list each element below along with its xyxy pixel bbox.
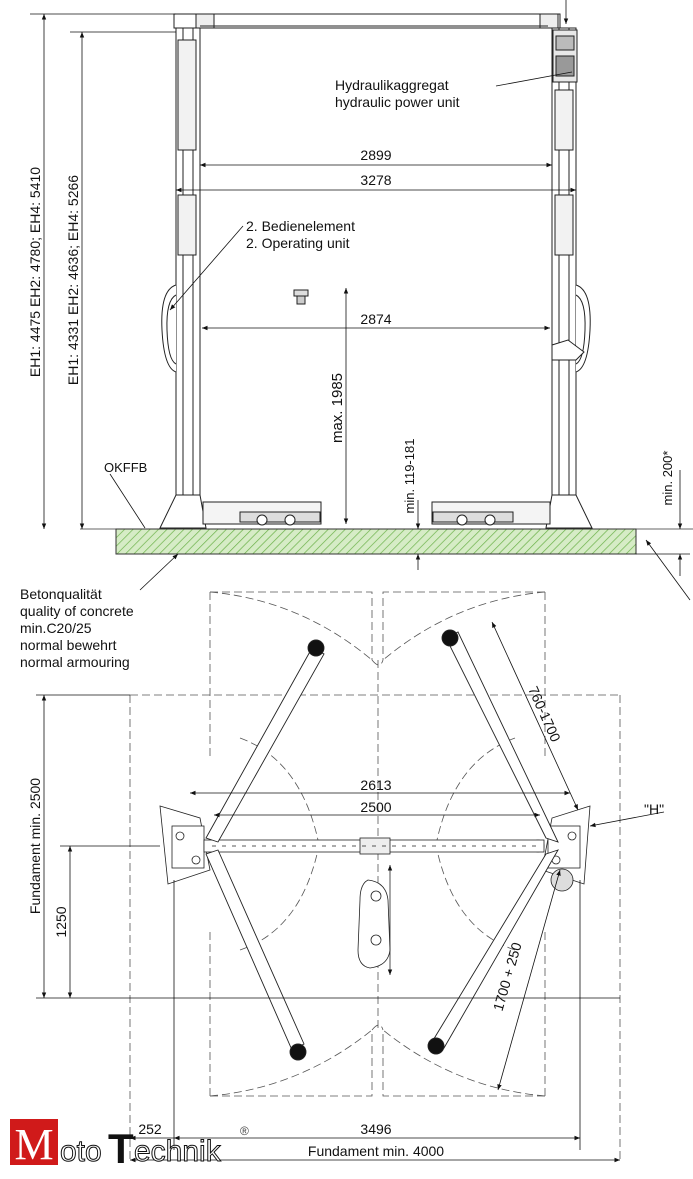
plan-texts: 2613 2500 760-1700 1700 + 250 1250 Funda… [27, 684, 664, 1159]
pad-bottom-left [289, 1043, 307, 1061]
dim-2500: 2500 [360, 799, 391, 815]
label-okffb: OKFFB [104, 460, 147, 475]
dim-min-200: min. 200* [660, 451, 675, 506]
arm-swing-areas [129, 591, 621, 1160]
mototechnik-logo: M oto T echnik ® [10, 1119, 249, 1169]
label-concrete-4: normal bewehrt [20, 637, 117, 653]
logo-m: M [14, 1120, 53, 1169]
dim-fundament-4000: Fundament min. 4000 [308, 1143, 444, 1159]
foundation-slab [115, 528, 637, 555]
pad-bottom-right [427, 1037, 445, 1055]
label-power-unit-de: Hydraulikaggregat [335, 77, 449, 93]
logo-t: T [108, 1125, 134, 1169]
label-power-unit-en: hydraulic power unit [335, 94, 460, 110]
logo-echnik: echnik [134, 1135, 222, 1168]
plan-dimensions [36, 621, 665, 1163]
elevation-dimensions [30, 0, 691, 601]
label-concrete-2: quality of concrete [20, 603, 134, 619]
pad-top-left [307, 639, 325, 657]
power-unit-plan [550, 868, 574, 892]
left-column [159, 27, 207, 529]
label-concrete-3: min.C20/25 [20, 620, 92, 636]
dim-252: 252 [138, 1121, 162, 1137]
elevation-view [159, 13, 593, 529]
dim-760-1700: 760-1700 [525, 684, 564, 745]
logo-oto: oto [60, 1135, 102, 1168]
elevation-texts: 2899 3278 2874 max. 1985 EH1: 4475 EH2: … [20, 77, 675, 670]
top-crossbar [173, 13, 561, 29]
dim-1250: 1250 [53, 906, 69, 937]
dim-3278: 3278 [360, 172, 391, 188]
dim-eh-inner: EH1: 4331 EH2: 4636; EH4: 5266 [65, 175, 81, 385]
operating-unit-2 [293, 289, 309, 305]
label-operating-unit-de: 2. Bedienelement [246, 218, 355, 234]
label-operating-unit-en: 2. Operating unit [246, 235, 350, 251]
vehicle-symbol [357, 865, 393, 975]
label-concrete-1: Betonqualität [20, 586, 102, 602]
dim-eh-outer: EH1: 4475 EH2: 4780; EH4: 5410 [27, 167, 43, 377]
dim-max-1985: max. 1985 [329, 373, 346, 443]
lift-pads [202, 501, 551, 526]
dim-fundament-2500: Fundament min. 2500 [27, 778, 43, 914]
logo-registered: ® [240, 1124, 249, 1138]
dim-2874: 2874 [360, 311, 391, 327]
label-concrete-5: normal armouring [20, 654, 130, 670]
right-column [545, 27, 593, 529]
dim-3496: 3496 [360, 1121, 391, 1137]
label-h: "H" [644, 801, 664, 817]
logo-m-box [10, 1119, 58, 1165]
plan-view [129, 591, 621, 1160]
dim-min-119-181: min. 119-181 [402, 439, 417, 514]
dim-2899: 2899 [360, 147, 391, 163]
dim-2613: 2613 [360, 777, 391, 793]
pad-top-right [441, 629, 459, 647]
